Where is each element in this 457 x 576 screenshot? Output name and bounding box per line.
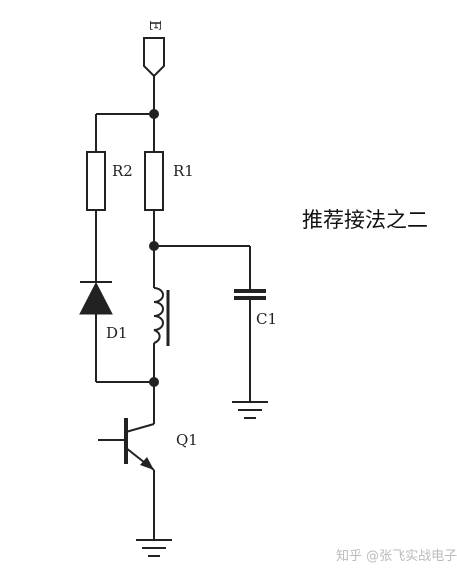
transistor-q1: Q1 <box>98 418 198 471</box>
diagram-title: 推荐接法之二 <box>302 208 428 232</box>
ground-symbol-c1 <box>232 401 268 419</box>
relay-coil <box>153 287 170 346</box>
ground-symbol-q1 <box>136 539 172 557</box>
junction-dots <box>149 109 159 387</box>
resistor-r2-label: R2 <box>112 162 133 180</box>
resistor-r1: R1 <box>144 151 194 211</box>
capacitor-c1-label: C1 <box>256 310 277 328</box>
capacitor-c1: C1 <box>234 289 277 328</box>
resistor-r2: R2 <box>86 151 133 211</box>
diode-d1-label: D1 <box>106 324 128 342</box>
transistor-q1-label: Q1 <box>176 431 198 449</box>
supply-tag: E <box>143 20 165 78</box>
resistor-r1-label: R1 <box>173 162 194 180</box>
watermark: 知乎 @张飞实战电子 <box>336 548 457 564</box>
wires <box>95 76 251 540</box>
supply-tag-label: E <box>146 20 164 31</box>
diode-d1: D1 <box>79 281 128 342</box>
